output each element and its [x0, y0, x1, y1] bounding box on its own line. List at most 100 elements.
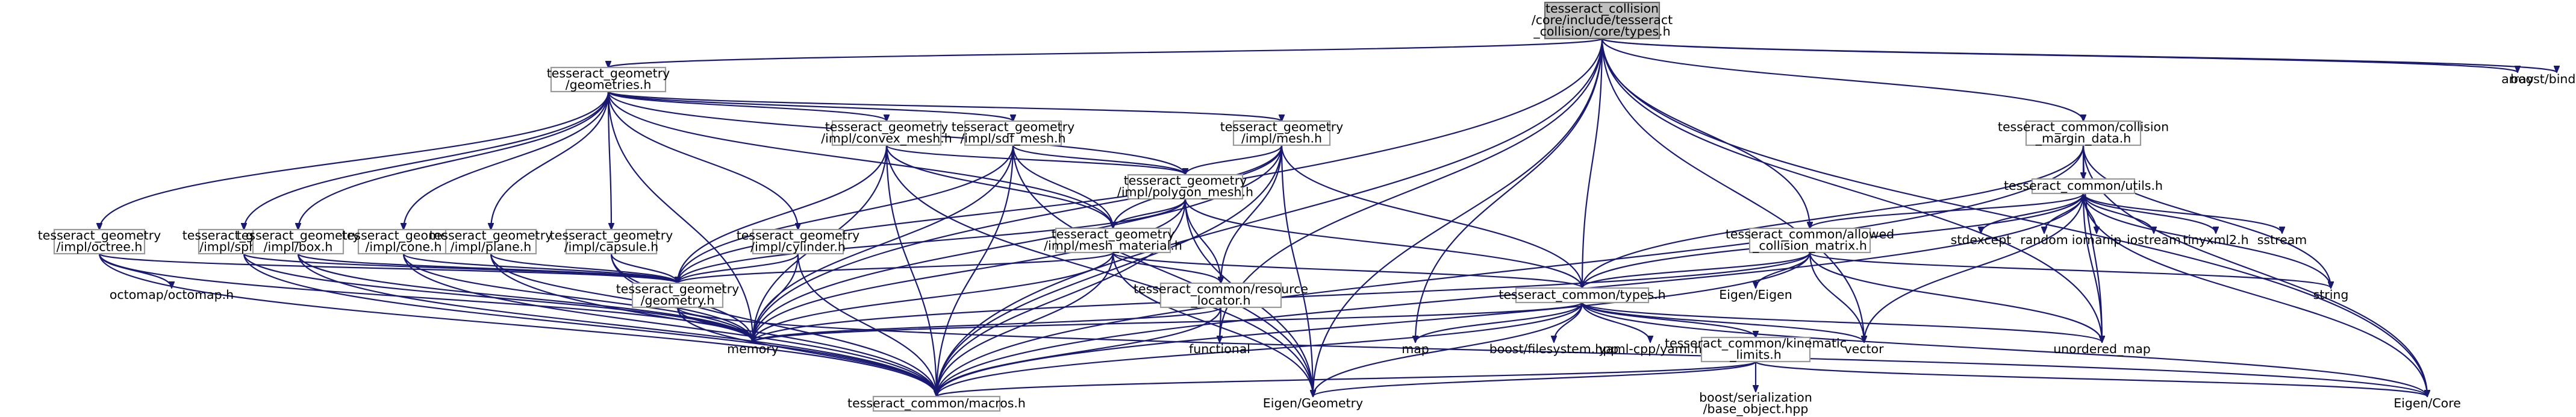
edge-resource-locator-h-to-functional [1220, 307, 1221, 342]
edge-mesh-h-to-common-types-h [1280, 145, 1582, 288]
node-cylinder-h-box [752, 228, 844, 255]
node-cylinder-h-label-0: tesseract_geometry [737, 228, 860, 243]
edge-common-types-h-to-yaml-cpp [1581, 302, 1650, 342]
node-cylinder-h[interactable]: tesseract_geometry/impl/cylinder.h [737, 228, 860, 255]
edge-utils-h-to-tinyxml2 [2082, 193, 2216, 233]
edge-allowed-collision-matrix-h-to-common-types-h [1582, 252, 1811, 288]
node-plane-h[interactable]: tesseract_geometry/impl/plane.h [429, 228, 553, 255]
edge-polygon-mesh-h-to-geometry-h [678, 198, 1187, 283]
node-iostream-label-0: iostream [2127, 233, 2181, 247]
node-boost-filesystem-label-0: boost/filesystem.hpp [1489, 342, 1619, 356]
edge-utils-h-to-vector [1864, 193, 2085, 342]
node-boost-serialization-label-0: boost/serialization [1699, 390, 1812, 405]
node-yaml-cpp: yaml-cpp/yaml.h [1598, 342, 1702, 356]
edge-common-types-h-to-map [1415, 302, 1583, 342]
node-resource-locator-h[interactable]: tesseract_common/resource_locator.h [1134, 282, 1308, 309]
node-types-h[interactable]: tesseract_collision/core/include/tessera… [1532, 1, 1673, 40]
node-macros-h[interactable]: tesseract_common/macros.h [847, 395, 1026, 412]
node-geometries-h-label-0: tesseract_geometry [547, 66, 670, 81]
edge-mesh-material-h-to-macros-h [937, 252, 1114, 397]
node-plane-h-label-0: tesseract_geometry [429, 228, 553, 243]
edge-box-h-to-geometry-h [297, 252, 678, 283]
node-macros-h-label-0: tesseract_common/macros.h [847, 396, 1026, 411]
node-capsule-h-box [565, 228, 658, 255]
edge-sdf-mesh-h-to-eigen-geometry [1012, 145, 1313, 397]
node-geometries-h-box [550, 66, 667, 93]
node-collision-margin-data-h-box [2025, 120, 2142, 146]
node-geometries-h[interactable]: tesseract_geometry/geometries.h [547, 66, 670, 93]
node-collision-margin-data-h-label-0: tesseract_common/collision [1998, 120, 2169, 135]
node-collision-margin-data-h[interactable]: tesseract_common/collision_margin_data.h [1998, 120, 2169, 146]
node-capsule-h[interactable]: tesseract_geometry/impl/capsule.h [550, 228, 673, 255]
node-geometry-h[interactable]: tesseract_geometry/geometry.h [616, 282, 740, 309]
node-types-h-box [1544, 1, 1661, 40]
node-polygon-mesh-h[interactable]: tesseract_geometry/impl/polygon_mesh.h [1117, 174, 1253, 200]
edge-polygon-mesh-h-to-common-types-h [1184, 198, 1582, 288]
node-macros-h-box [872, 395, 1001, 412]
node-mesh-material-h[interactable]: tesseract_geometry/impl/mesh_material.h [1044, 227, 1182, 254]
edge-allowed-collision-matrix-h-to-string [1809, 251, 2331, 288]
node-tinyxml2-label-0: tinyxml2.h [2183, 233, 2248, 247]
edge-mesh-h-to-polygon-mesh-h [1185, 145, 1283, 175]
node-kinematic-limits-h-label-1: _limits.h [1729, 348, 1782, 363]
node-box-h[interactable]: tesseract_geometry/impl/box.h [237, 228, 360, 255]
edge-convex-mesh-h-to-geometry-h [678, 145, 888, 283]
node-boost-filesystem: boost/filesystem.hpp [1489, 342, 1619, 356]
edge-cone-h-to-macros-h [402, 253, 937, 397]
node-sstream-label-0: sstream [2257, 233, 2307, 247]
node-allowed-collision-matrix-h[interactable]: tesseract_common/allowed_collision_matri… [1726, 227, 1894, 254]
edge-geometries-h-to-box-h [298, 91, 610, 230]
edge-mesh-material-h-to-eigen-geometry [1112, 252, 1313, 397]
node-resource-locator-h-box [1159, 282, 1282, 309]
edge-mesh-h-to-eigen-geometry [1280, 145, 1313, 397]
edge-types-h-to-boost-bind [1601, 37, 2557, 72]
edge-polygon-mesh-h-to-mesh-material-h [1113, 198, 1187, 228]
node-common-types-h-box [1515, 287, 1650, 304]
edge-collision-margin-data-h-to-common-types-h [1582, 145, 2085, 288]
edge-octree-h-to-geometry-h [98, 252, 678, 283]
node-map: map [1402, 342, 1429, 356]
node-common-types-h[interactable]: tesseract_common/types.h [1499, 287, 1666, 304]
node-allowed-collision-matrix-h-label-0: tesseract_common/allowed [1726, 227, 1894, 242]
node-array-label-0: array [2501, 72, 2534, 86]
node-collision-margin-data-h-label-1: _margin_data.h [2035, 131, 2132, 146]
node-capsule-h-label-0: tesseract_geometry [550, 228, 673, 243]
edge-mesh-h-to-geometry-h [678, 145, 1283, 283]
node-cone-h[interactable]: tesseract_geometry/impl/cone.h [342, 228, 466, 255]
node-sdf-mesh-h[interactable]: tesseract_geometry/impl/sdf_mesh.h [952, 120, 1075, 146]
node-kinematic-limits-h[interactable]: tesseract_common/kinematic_limits.h [1665, 336, 1847, 363]
node-convex-mesh-h[interactable]: tesseract_geometry/impl/convex_mesh.h [821, 120, 952, 146]
node-random: random [2020, 233, 2068, 247]
edge-box-h-to-macros-h [297, 253, 937, 397]
edge-utils-h-to-eigen-core [2082, 193, 2427, 397]
edge-convex-mesh-h-to-polygon-mesh-h [885, 144, 1185, 175]
edge-geometries-h-to-convex-mesh-h [607, 90, 887, 121]
node-utils-h[interactable]: tesseract_common/utils.h [2004, 178, 2163, 195]
node-mesh-h[interactable]: tesseract_geometry/impl/mesh.h [1220, 120, 1344, 146]
edge-utils-h-to-string [2082, 193, 2331, 288]
node-geometry-h-label-1: /geometry.h [641, 293, 715, 308]
node-eigen-geometry-label-0: Eigen/Geometry [1263, 396, 1363, 410]
edge-cone-h-to-geometry-h [402, 252, 678, 283]
edge-utils-h-to-macros-h [937, 193, 2085, 397]
node-eigen-geometry: Eigen/Geometry [1263, 396, 1363, 410]
edge-allowed-collision-matrix-h-to-unordered-map [1809, 252, 2102, 342]
node-allowed-collision-matrix-h-label-1: _collision_matrix.h [1752, 239, 1867, 254]
edge-mesh-material-h-to-resource-locator-h [1112, 252, 1221, 283]
edge-sdf-mesh-h-to-macros-h [937, 145, 1014, 397]
edge-mesh-h-to-memory [753, 145, 1283, 342]
edge-geometries-h-to-mesh-h [607, 90, 1282, 121]
node-octree-h-label-1: /impl/octree.h [57, 240, 143, 254]
edge-geometries-h-to-sphere-h [244, 91, 610, 230]
node-memory-label-0: memory [727, 342, 779, 356]
node-sstream: sstream [2257, 233, 2307, 247]
node-geometry-h-label-0: tesseract_geometry [616, 282, 740, 297]
edge-utils-h-to-iostream [2082, 193, 2154, 233]
node-capsule-h-label-1: /impl/capsule.h [564, 240, 659, 254]
edge-types-h-to-vector [1601, 38, 1864, 342]
node-resource-locator-h-label-1: _locator.h [1191, 293, 1251, 309]
edge-utils-h-to-sstream [2082, 193, 2282, 233]
node-polygon-mesh-h-box [1127, 174, 1244, 200]
node-octree-h[interactable]: tesseract_geometry/impl/octree.h [38, 228, 161, 255]
